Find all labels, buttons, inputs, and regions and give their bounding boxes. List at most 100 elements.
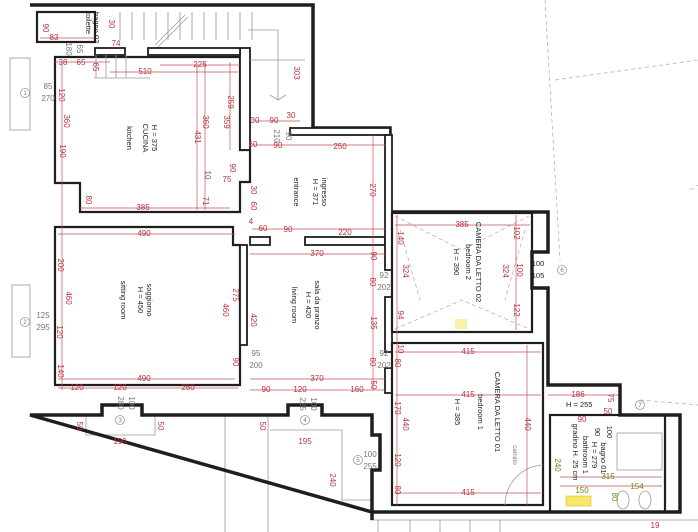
dimension-label: 431 [193,130,202,144]
bath-fixtures [455,319,663,510]
dimension-label: 120 [293,385,307,394]
dimension-label: 370 [310,374,324,383]
bathroom-dimension-labels: 240 315 150 154 80 [553,458,644,502]
dimension-label: 50 [156,422,165,431]
bedroom2-name: CAMERA DA LETTO 02 [474,222,483,302]
dimension-label: 100 [127,396,136,410]
window-marker-label: 3 [118,418,122,424]
dimension-label: 95 [252,349,261,358]
window-marker-label: 1 [23,91,27,97]
dimension-label: 100 [532,259,545,268]
dimension-label: 220 [338,228,352,237]
dimension-label: 75 [606,394,615,403]
kitchen-label: kitchen [125,126,134,150]
living-room-label: living room [290,287,299,323]
dimension-label: 65 [77,58,86,67]
entrance-name: ingresso [320,178,329,206]
dimension-label: 65 [91,63,100,72]
dimension-label: 90 [270,116,279,125]
dimension-label: 90 [274,141,283,150]
dimension-label: 60 [259,224,268,233]
balconies [9,57,31,358]
dimension-label: 135 [369,316,378,330]
dimension-label: 385 [136,203,150,212]
dimension-label: 4 [249,217,254,226]
dimension-label: 195 [298,437,312,446]
dimension-label: 85 [44,82,53,91]
dimension-label: 80 [84,196,93,205]
dimension-label: 255 [363,462,377,471]
bedroom2-height: H = 390 [452,249,461,275]
dimension-label: 186 [571,390,585,399]
window-marker-label: 4 [303,418,307,424]
bathroom-dimension-label: 240 [553,458,562,472]
dimension-label: 460 [64,291,73,305]
dimension-label: 490 [137,374,151,383]
bathroom-dimension-label: 80 [610,493,619,502]
dimension-label: 370 [310,249,324,258]
dimension-label: 74 [112,39,121,48]
dimension-label: 80 [393,486,402,495]
bathroom1-step-note: gradino H. 25 cm [571,423,580,480]
dimension-label: 120 [55,325,64,339]
dimension-label: 250 [181,383,195,392]
dimension-label: 420 [249,313,258,327]
dimension-label: 90 [284,132,293,141]
dimension-label: 90 [228,164,237,173]
window-marker-label: 2 [23,320,27,326]
dimension-label: 94 [396,311,405,320]
dimension-label: 303 [292,66,301,80]
dimension-lines [40,37,662,505]
dimension-label: 324 [501,264,510,278]
bathroom1-name: bagno 01 [599,442,608,473]
dimension-label: 90 [369,252,378,261]
dimension-label: 240 [328,473,337,487]
window-marker-circle [300,415,310,425]
dimension-label: 100 [605,426,614,439]
entrance-label: entrance [292,177,301,206]
dimension-label: 50 [369,381,378,390]
dimension-label: 270 [368,183,377,197]
bathroom-dimension-label: 315 [601,472,615,481]
dimension-label: 90 [262,385,271,394]
dimension-label: 100 [309,397,318,411]
bedroom1-label: bedroom 1 [476,394,485,430]
dimension-label: 90 [284,225,293,234]
dimension-label: 270 [41,94,55,103]
dimension-label: 280 [116,396,125,410]
dimension-label: 295 [36,323,50,332]
dimension-label: 275 [231,288,240,302]
dimension-label: 460 [221,303,230,317]
dimension-label: 510 [138,67,152,76]
kitchen-name: CUCINA [141,124,150,153]
bedroom1-height: H = 385 [453,399,462,425]
window-marker-circle [353,455,363,465]
dimension-label: 90 [593,428,602,436]
window-marker-circle [20,88,30,98]
dimension-label: 50 [75,422,84,431]
door-swing [504,464,544,506]
dimension-label: 90 [41,24,50,33]
bathroom-dimension-label: 150 [575,486,589,495]
bathroom-dimension-label: 154 [630,482,644,491]
dimension-label: 415 [461,390,475,399]
dimension-label: 160 [350,385,364,394]
dimension-label: 200 [249,361,263,370]
dimension-label: 210 [272,129,281,143]
dimension-label: 202 [377,283,391,292]
bathroom1-height: H = 279 [590,442,599,468]
window-marker-circle [20,317,30,327]
bedroom1-name: CAMERA DA LETTO 01 [493,372,502,452]
dimension-label: 102 [512,226,521,240]
dimension-label: 360 [201,115,210,129]
dimension-label: 140 [56,364,65,378]
dimension-label: 120 [393,453,402,467]
dimension-label: 125 [36,311,50,320]
dimension-label: 30 [251,116,260,125]
dimension-label: 259 [226,95,235,109]
dimension-label: 385 [455,220,469,229]
dimension-label: 225 [193,60,207,69]
dimension-label: 105 [532,271,545,280]
